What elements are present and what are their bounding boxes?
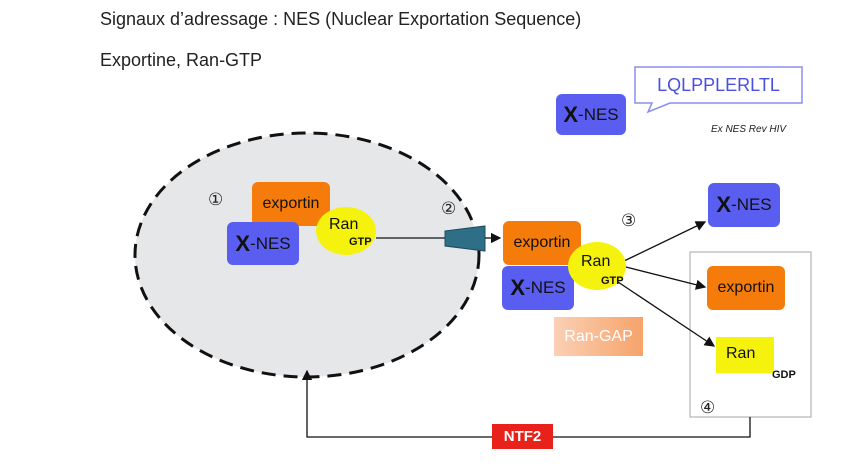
gtp-label: GTP: [601, 275, 624, 287]
title-line-1: Signaux d’adressage : NES (Nuclear Expor…: [100, 9, 582, 29]
step-2: ②: [441, 199, 457, 219]
arrow-to-xnes: [621, 221, 707, 263]
nes-sequence-text: LQLPPLERLTL: [657, 74, 780, 95]
x-letter: X: [563, 101, 579, 127]
x-nes-cytoplasm: X-NES: [502, 266, 574, 310]
ran-label: Ran: [581, 253, 611, 270]
x-nes-released: X-NES: [708, 183, 780, 227]
exportin-released: exportin: [707, 266, 785, 310]
ran-label: Ran: [726, 345, 756, 362]
x-nes-free: X-NES: [556, 94, 626, 135]
title-line-2: Exportine, Ran-GTP: [100, 50, 263, 70]
exportin-cytoplasm: exportin: [503, 221, 581, 265]
ran-gtp-nucleus: Ran GTP: [316, 207, 376, 255]
nes-example-label: Ex NES Rev HIV: [711, 124, 787, 135]
step-1: ①: [208, 190, 224, 210]
ntf2-label: NTF2: [492, 424, 553, 449]
step-3: ③: [621, 211, 637, 231]
nes-suffix: -NES: [250, 233, 291, 253]
nes-speech-bubble: [634, 66, 803, 114]
ran-gdp: Ran: [716, 337, 774, 373]
gdp-label: GDP: [772, 369, 796, 381]
gtp-label: GTP: [349, 236, 372, 248]
step-4: ④: [700, 398, 716, 418]
x-letter: X: [716, 192, 732, 217]
ran-label: Ran: [329, 216, 359, 233]
nes-suffix: -NES: [578, 104, 619, 124]
x-nes-nucleus: X-NES: [227, 222, 299, 265]
ran-gtp-cytoplasm: Ran GTP: [568, 242, 626, 290]
exportin-nucleus: exportin: [252, 182, 330, 226]
nes-suffix: -NES: [731, 195, 772, 214]
nucleus-envelope: [133, 131, 481, 379]
arrow-to-ran-gdp: [617, 281, 716, 347]
ran-gap: Ran-GAP: [554, 317, 643, 356]
nuclear-pore: [444, 225, 486, 252]
x-letter: X: [235, 230, 251, 256]
arrow-to-exportin: [621, 265, 707, 290]
x-letter: X: [510, 275, 526, 300]
nes-suffix: -NES: [525, 278, 566, 297]
